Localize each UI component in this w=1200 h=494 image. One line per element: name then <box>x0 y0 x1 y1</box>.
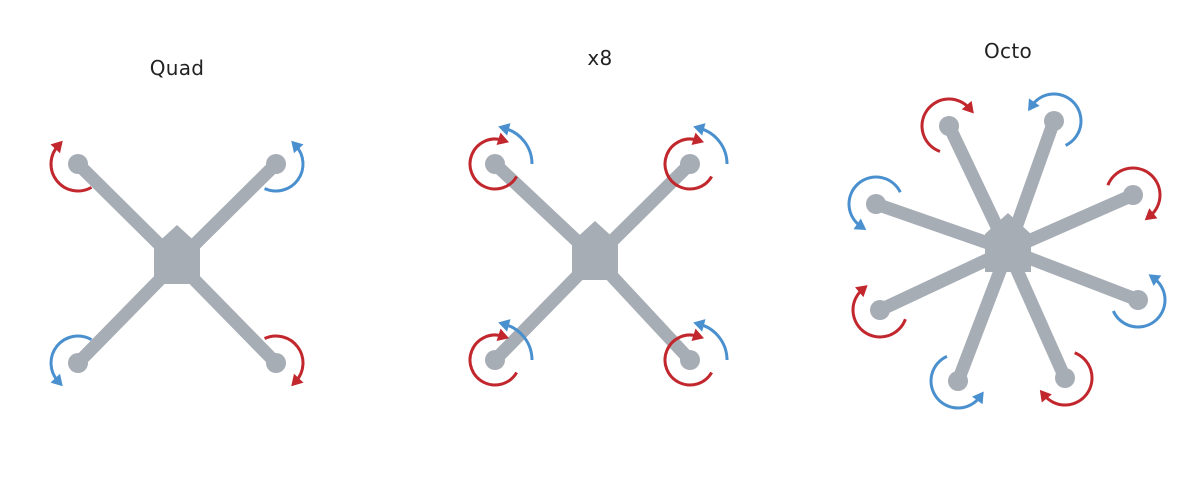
octo-title: Octo <box>983 39 1033 63</box>
octo-rotor-arm-5 <box>1039 351 1094 407</box>
octo-rotor-arm-7 <box>851 285 907 339</box>
x8-motor-rear-left <box>485 350 505 370</box>
x8-rotor-inner-rear-right-arc <box>663 333 713 387</box>
octo-rotor-arm-1 <box>920 97 974 153</box>
x8-rotor-outer-front-right-arrowhead <box>693 123 706 136</box>
x8-rotor-inner-front-right <box>663 132 713 191</box>
x8-rotor-inner-front-left <box>468 132 518 191</box>
octo-rotor-arm-8-arrowhead <box>853 218 867 231</box>
quad-rotor-rear-left <box>49 334 93 387</box>
quad-rotor-front-left-arc <box>49 144 93 193</box>
octo-rotor-arm-8-arc <box>847 175 902 228</box>
octo-rotor-arm-5-arc <box>1042 351 1094 407</box>
quad-rotor-front-right <box>263 140 305 193</box>
quad-title: Quad <box>149 56 205 80</box>
octo-rotor-arm-4-arc <box>1111 276 1167 329</box>
quad-rotor-front-right-arrowhead <box>291 140 304 154</box>
x8-rotor-outer-front-left <box>498 123 534 165</box>
octo-rotor-arm-5-arrowhead <box>1039 389 1052 403</box>
octo-motor-arm-2 <box>1044 111 1064 131</box>
octo-hub <box>985 213 1031 272</box>
x8-motor-front-left <box>485 154 505 174</box>
quad-rotor-rear-left-arrowhead <box>50 373 63 387</box>
x8-rotor-inner-front-left-arc <box>468 137 518 191</box>
octo-rotor-arm-3-arrowhead <box>1144 208 1158 221</box>
x8-rotor-outer-rear-right-arc <box>699 322 729 361</box>
quad-rotor-front-left <box>49 140 93 193</box>
x8-rotor-outer-front-left-arrowhead <box>498 123 511 136</box>
octo-rotor-arm-2 <box>1028 92 1083 147</box>
x8-motor-front-right <box>680 154 700 174</box>
quad-rotor-front-left-arrowhead <box>50 140 63 154</box>
x8-rotor-outer-rear-right-arrowhead <box>693 319 706 332</box>
quad-motor-front-left <box>68 154 88 174</box>
octo-motor-arm-4 <box>1128 290 1148 310</box>
x8-rotor-outer-rear-left <box>498 319 534 361</box>
x8-hub <box>572 221 618 280</box>
x8-rotor-inner-rear-right <box>663 328 713 387</box>
x8-title: x8 <box>587 46 613 70</box>
octo-rotor-arm-6 <box>929 354 984 410</box>
quad-motor-front-right <box>266 154 286 174</box>
quad-rotor-front-right-arc <box>263 144 305 193</box>
x8-rotor-inner-rear-left-arc <box>468 333 518 387</box>
octo-rotor-arm-6-arc <box>929 354 982 410</box>
octo-rotor-arm-4 <box>1111 274 1167 329</box>
x8-rotor-inner-rear-left <box>468 328 518 387</box>
x8-rotor-outer-rear-right <box>693 319 729 361</box>
quad-rotor-rear-right-arrowhead <box>291 373 304 387</box>
octo-rotor-arm-8 <box>847 175 902 231</box>
x8-diagram <box>468 123 729 387</box>
octo-motor-arm-7 <box>870 300 890 320</box>
x8-rotor-inner-rear-left-arrowhead <box>496 328 509 342</box>
x8-rotor-outer-rear-left-arc <box>504 322 534 361</box>
quad-rotor-rear-right <box>263 334 305 387</box>
x8-rotor-inner-front-right-arc <box>663 137 713 191</box>
octo-rotor-arm-2-arrowhead <box>1028 98 1040 112</box>
x8-rotor-inner-rear-right-arrowhead <box>691 328 704 342</box>
octo-rotor-arm-3-arc <box>1106 166 1162 218</box>
octo-rotor-arm-1-arrowhead <box>961 100 974 114</box>
x8-rotor-outer-front-left-arc <box>504 126 534 165</box>
octo-rotor-arm-2-arc <box>1030 92 1083 147</box>
quad-diagram <box>49 140 305 387</box>
octo-motor-arm-3 <box>1123 185 1143 205</box>
octo-rotor-arm-7-arc <box>851 288 907 339</box>
octo-rotor-arm-1-arc <box>920 97 971 153</box>
quad-rotor-rear-right-arc <box>263 334 305 383</box>
quad-hub <box>154 225 200 284</box>
quad-motor-rear-left <box>68 353 88 373</box>
x8-rotor-inner-front-left-arrowhead <box>496 132 509 146</box>
x8-rotor-outer-front-right-arc <box>699 126 729 165</box>
quad-motor-rear-right <box>266 353 286 373</box>
octo-motor-arm-8 <box>866 194 886 214</box>
octo-rotor-arm-7-arrowhead <box>855 285 868 298</box>
x8-rotor-outer-front-right <box>693 123 729 165</box>
x8-rotor-outer-rear-left-arrowhead <box>498 319 511 332</box>
octo-diagram <box>847 92 1167 410</box>
octo-motor-arm-6 <box>948 371 968 391</box>
octo-rotor-arm-6-arrowhead <box>972 391 984 405</box>
quad-rotor-rear-left-arc <box>49 334 93 383</box>
octo-rotor-arm-4-arrowhead <box>1148 274 1162 287</box>
octo-motor-arm-5 <box>1055 368 1075 388</box>
octo-rotor-arm-3 <box>1106 166 1162 221</box>
x8-rotor-inner-front-right-arrowhead <box>691 132 704 146</box>
x8-motor-rear-right <box>680 350 700 370</box>
octo-motor-arm-1 <box>939 116 959 136</box>
